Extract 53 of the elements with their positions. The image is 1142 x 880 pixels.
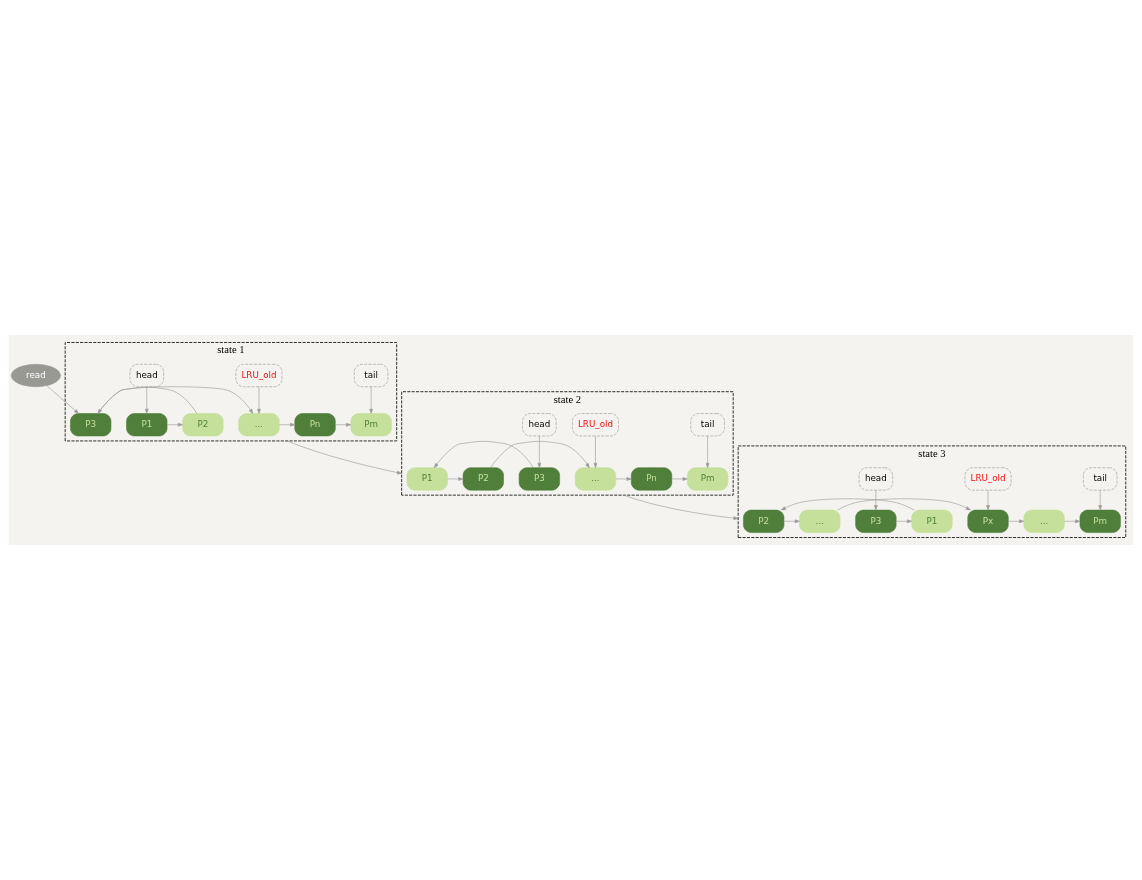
node-box: LRU_old	[572, 413, 619, 437]
node-box: head	[858, 467, 893, 491]
arrow	[705, 435, 710, 468]
node-box: Pm	[687, 467, 729, 491]
arrow	[279, 422, 295, 427]
arrow	[490, 441, 590, 469]
node-box: tail	[354, 364, 389, 388]
node-box: P1	[911, 509, 953, 533]
node-box: Pm	[350, 413, 392, 437]
arrow	[144, 386, 149, 414]
node-box: P1	[126, 413, 168, 437]
arrow	[97, 386, 198, 414]
node-box: P3	[855, 509, 897, 533]
arrow	[1098, 490, 1103, 511]
node-box: Pn	[631, 467, 673, 491]
node-box: P3	[518, 467, 560, 491]
node-box: head	[129, 364, 164, 388]
node-box: ...	[574, 467, 616, 491]
arrow	[593, 435, 598, 468]
node-ellipse: read	[10, 364, 61, 388]
arrow	[874, 490, 878, 511]
arrow	[166, 422, 183, 427]
arrow	[286, 440, 402, 475]
node-box: P2	[182, 413, 224, 437]
arrow	[335, 422, 352, 427]
node-box: P2	[462, 467, 504, 491]
node-box: P1	[406, 467, 448, 491]
node-box: LRU_old	[964, 467, 1012, 491]
arrow	[780, 498, 915, 511]
node-box: ...	[799, 509, 841, 533]
node-box: Pm	[1079, 509, 1121, 533]
node-box: ...	[1023, 509, 1065, 533]
node-box: Px	[967, 509, 1009, 533]
arrow	[1008, 519, 1025, 524]
node-box: ...	[238, 413, 280, 437]
arrow	[46, 385, 79, 414]
arrow	[97, 386, 254, 414]
node-box: P2	[743, 509, 785, 533]
arrow	[537, 435, 542, 468]
arrow	[986, 490, 990, 511]
node-box: head	[522, 413, 557, 437]
arrow	[783, 519, 800, 524]
arrow	[369, 386, 373, 414]
node-box: LRU_old	[235, 364, 283, 388]
arrow	[895, 519, 912, 524]
arrow	[623, 494, 739, 520]
arrow	[434, 441, 534, 469]
arrow	[837, 498, 971, 511]
node-box: P3	[70, 413, 112, 437]
node-box: tail	[690, 413, 725, 437]
node-box: tail	[1083, 467, 1118, 491]
node-box: Pn	[294, 413, 336, 437]
arrow	[1064, 519, 1081, 524]
